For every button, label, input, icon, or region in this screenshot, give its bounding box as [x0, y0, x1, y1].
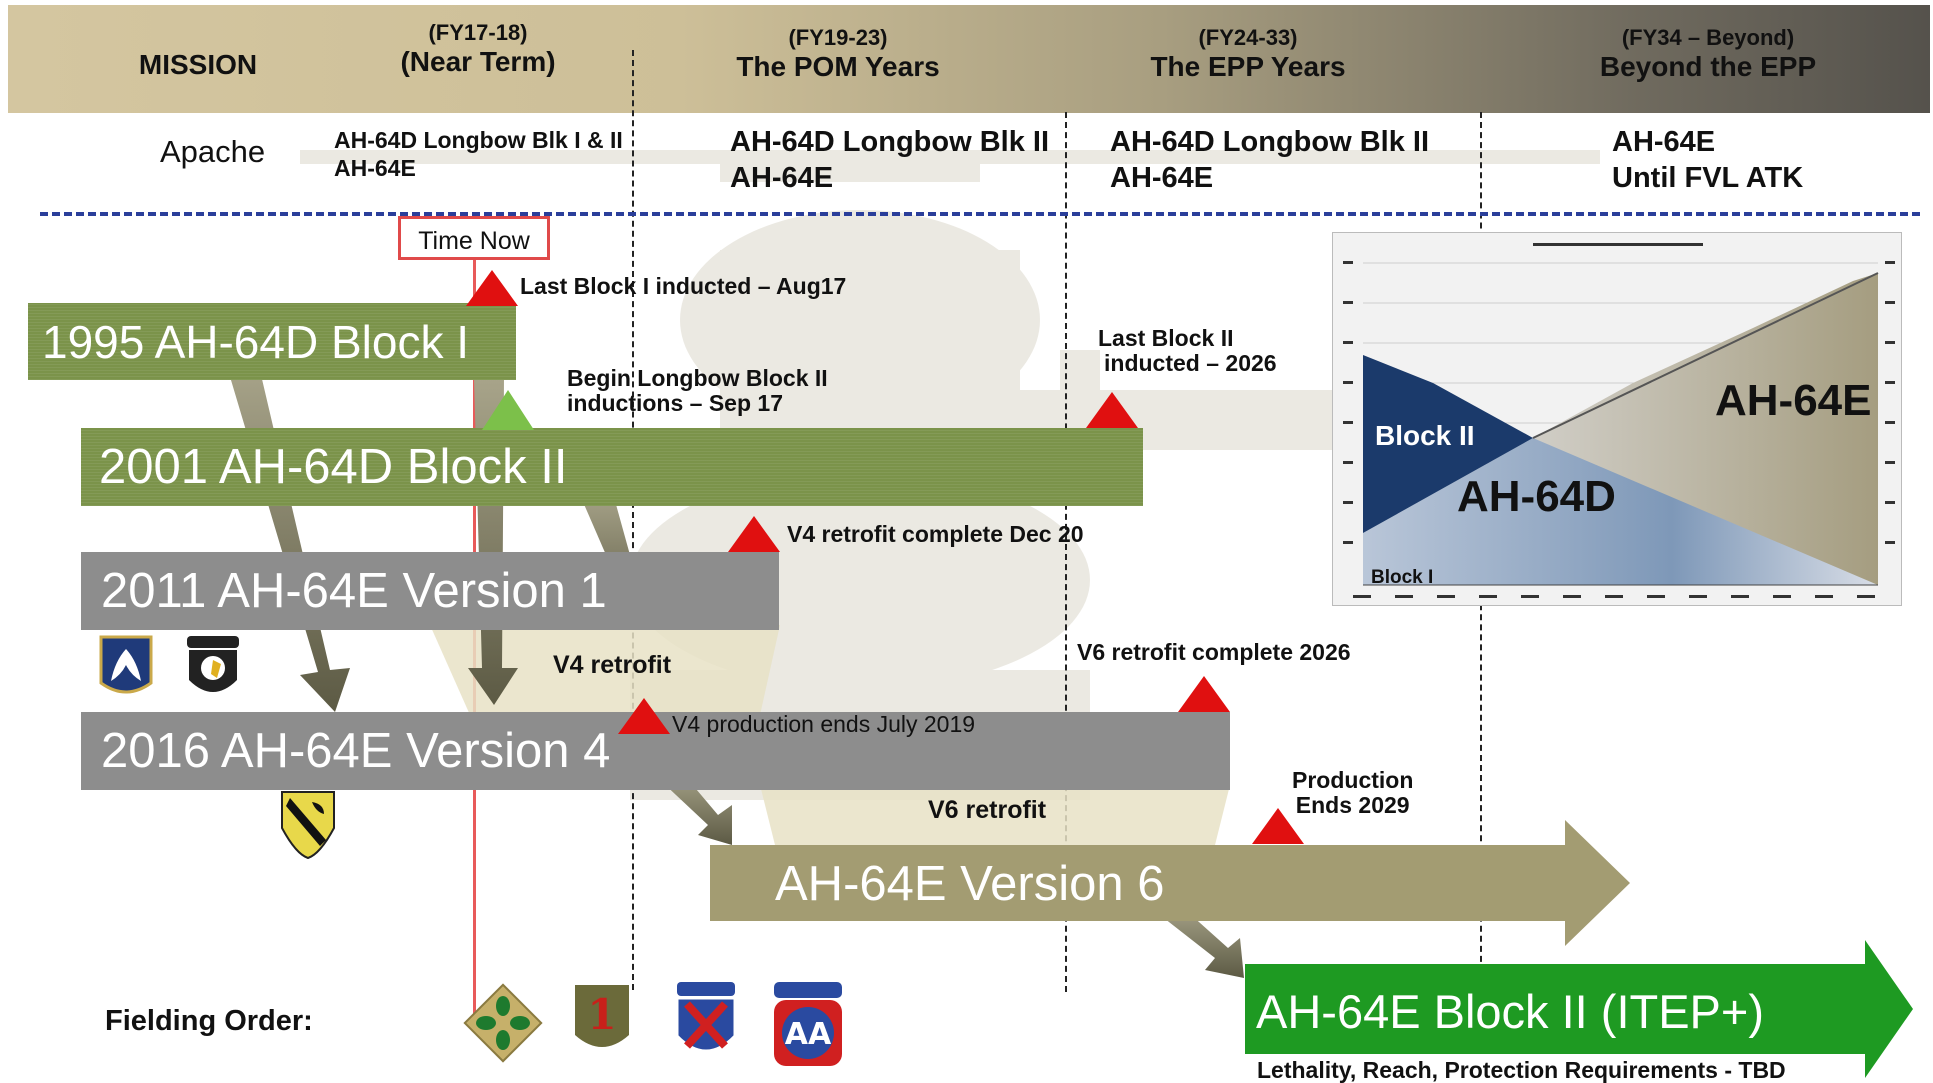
- note-last-block2: Last Block II inducted – 2026: [1098, 325, 1277, 376]
- epp-years-header: (FY24-33) The EPP Years: [1150, 25, 1346, 82]
- pom-years-header: (FY19-23) The POM Years: [736, 25, 940, 82]
- note-last-block1: Last Block I inducted – Aug17: [520, 273, 847, 299]
- 1st-infantry-patch-icon: 1: [575, 985, 629, 1047]
- fielding-order-label: Fielding Order:: [105, 1005, 313, 1037]
- apache-beyond: AH-64E Until FVL ATK: [1612, 126, 1804, 194]
- 10th-mountain-patch-icon: [675, 982, 737, 1053]
- header-band: MISSION (FY17-18) (Near Term) (FY19-23) …: [8, 5, 1930, 113]
- 82nd-airborne-patch-icon: AA: [774, 982, 842, 1066]
- label-ah64e: AH-64E: [1715, 376, 1872, 425]
- marker-last-block1: [466, 270, 518, 306]
- 3rd-corps-patch-icon: [99, 635, 153, 694]
- marker-v6-retrofit-complete: [1178, 676, 1230, 712]
- version-6-arrow: [710, 820, 1630, 946]
- section-separator: [40, 212, 1920, 216]
- 101st-airborne-patch-icon: [187, 636, 239, 692]
- label-ah64d: AH-64D: [1457, 472, 1616, 521]
- fleet-mix-chart-svg: Block II AH-64D AH-64E Block I: [1343, 243, 1895, 598]
- time-now-box: Time Now: [398, 216, 550, 260]
- label-block1: Block I: [1371, 567, 1433, 588]
- note-production-ends: Production Ends 2029: [1292, 767, 1414, 818]
- divider-fy24: [1065, 112, 1067, 992]
- marker-production-ends: [1252, 808, 1304, 844]
- apache-epp: AH-64D Longbow Blk II AH-64E: [1110, 126, 1429, 194]
- marker-v4-retrofit-complete: [728, 516, 780, 552]
- note-lethality: Lethality, Reach, Protection Requirement…: [1257, 1057, 1786, 1083]
- apache-label: Apache: [160, 134, 266, 169]
- series-ah64d-area: [1363, 438, 1878, 585]
- note-v6-retrofit: V6 retrofit: [928, 796, 1047, 824]
- fleet-mix-chart: Block II AH-64D AH-64E Block I: [1332, 232, 1902, 606]
- marker-v4-production-ends: [618, 698, 670, 734]
- marker-begin-longbow: [482, 390, 534, 430]
- mission-label: MISSION: [138, 49, 258, 80]
- 4th-infantry-patch-icon: [463, 983, 543, 1063]
- bar-block-1: 1995 AH-64D Block I: [28, 303, 516, 380]
- itep-label: AH-64E Block II (ITEP+): [1256, 984, 1765, 1038]
- apache-pom: AH-64D Longbow Blk II AH-64E: [730, 126, 1049, 194]
- bar-version-1: 2011 AH-64E Version 1: [81, 552, 779, 630]
- note-begin-longbow: Begin Longbow Block II inductions – Sep …: [567, 365, 828, 416]
- note-v6-retrofit-complete: V6 retrofit complete 2026: [1077, 639, 1351, 665]
- 1st-cavalry-patch-icon: [281, 791, 335, 860]
- marker-last-block2: [1086, 392, 1138, 428]
- divider-fy19: [632, 50, 634, 990]
- label-block2: Block II: [1375, 420, 1475, 451]
- apache-near-term: AH-64D Longbow Blk I & II AH-64E: [334, 127, 623, 181]
- series-block2-area: [1363, 355, 1533, 533]
- note-v4-production-ends: V4 production ends July 2019: [672, 711, 976, 737]
- beyond-epp-header: (FY34 – Beyond) Beyond the EPP: [1599, 25, 1817, 82]
- near-term-header: (FY17-18) (Near Term): [400, 20, 556, 77]
- svg-text:1: 1: [587, 990, 616, 1039]
- itep-arrow: [1245, 940, 1913, 1078]
- bar-block-2: 2001 AH-64D Block II: [81, 428, 1143, 506]
- version-6-label: AH-64E Version 6: [775, 856, 1165, 911]
- note-v4-retrofit: V4 retrofit: [553, 651, 672, 679]
- svg-text:AA: AA: [785, 1017, 832, 1052]
- note-v4-retrofit-complete: V4 retrofit complete Dec 20: [787, 521, 1084, 547]
